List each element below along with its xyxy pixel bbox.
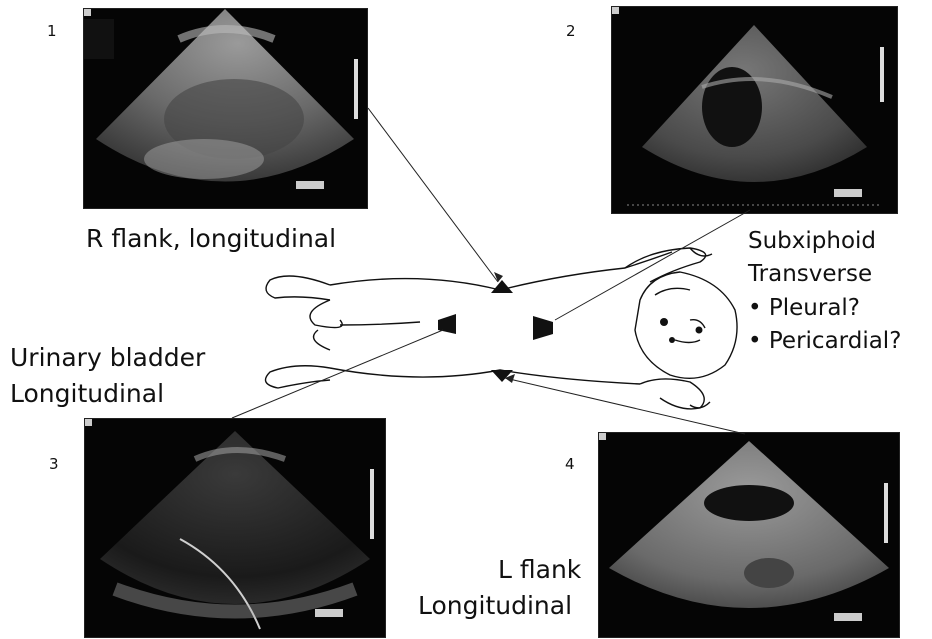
label-subxiphoid: Subxiphoid Transverse • Pleural? • Peric… [748,225,901,358]
subxiphoid-bullet-pleural: • Pleural? [748,292,901,325]
l-flank-line-1: L flank [418,552,581,588]
dog-nose [669,337,675,343]
label-urinary-bladder: Urinary bladder Longitudinal [10,340,205,411]
label-l-flank: L flank Longitudinal [418,552,581,623]
label-r-flank: R flank, longitudinal [86,224,336,255]
bladder-line-1: Urinary bladder [10,340,205,376]
subxiphoid-sub: Transverse [748,258,901,291]
probe-marker-subxiphoid [533,316,553,340]
dog-eye-right [696,327,703,334]
l-flank-line-2: Longitudinal [418,588,581,624]
dog-outline [266,248,738,409]
subxiphoid-title: Subxiphoid [748,225,901,258]
probe-marker-r-flank [491,280,513,293]
bladder-line-2: Longitudinal [10,376,205,412]
subxiphoid-bullet-pericardial: • Pericardial? [748,325,901,358]
dog-eye-left [660,318,668,326]
